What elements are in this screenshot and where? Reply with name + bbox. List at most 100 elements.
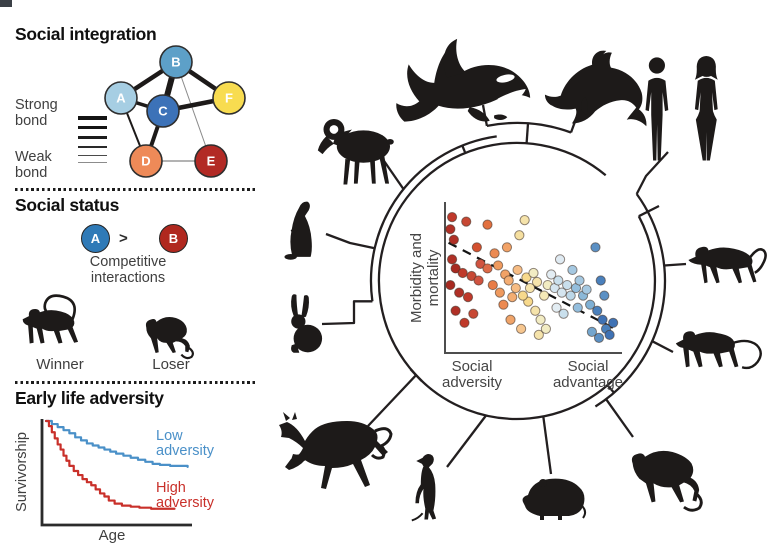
macaque-body [675,331,739,368]
man-body [645,77,669,161]
vervet-monkey-icon [631,450,703,512]
tree-branch-horse [367,374,417,427]
bond-edge-BE [175,61,212,162]
vole-body [522,478,585,516]
woman-hair [694,56,718,80]
sheep-head [317,136,334,155]
dolphin-body [544,52,643,124]
scatter-point [450,305,461,316]
scatter-point [551,302,562,313]
loser-monkey-body [145,316,190,354]
network-node-C [146,94,180,128]
rabbit-icon [291,294,323,353]
tree-stub-cetacean [525,123,530,144]
scatter-point [585,299,596,310]
meerkat-icon [411,454,437,522]
scatter-point [524,282,536,294]
scatter-point [562,279,573,291]
bighorn-sheep-icon [317,119,394,185]
survivorship-curves [44,419,189,510]
tree-branch-humans [635,151,669,195]
scatter-point [493,260,504,271]
rabbit-ear-1 [291,294,299,318]
panel-title-early-life-adversity: Early life adversity [15,388,164,408]
scatter-point [501,242,513,253]
vole-ear [539,479,547,487]
separator-2 [15,381,255,384]
scatter-ylabel-line2: mortality [425,249,442,306]
scatter-point [448,234,459,245]
low-adversity-label-line1: Low [156,428,183,444]
marmot-body [290,201,312,257]
horse-body [279,421,388,489]
phylogenetic-tree [321,104,687,475]
scatter-point [494,287,505,298]
survivorship-xlabel: Age [99,527,126,544]
panel-title-social-integration: Social integration [15,24,157,44]
man-head [648,57,665,74]
network-node-D [129,144,163,178]
horse-tail [370,427,393,460]
vole-hind-leg [558,515,562,520]
sheep-tail [386,138,394,145]
sheep-leg-4 [379,156,390,184]
network-node-E [194,144,228,178]
animal-silhouettes [22,38,767,522]
scatter-point [590,242,601,253]
network-node-F [212,81,246,115]
sheep-body [336,130,390,163]
scatter-point [593,332,605,343]
meerkat-body [415,454,437,520]
marmot-ear [304,203,309,208]
sheep-horn-curl [329,125,339,134]
sheep-leg-3 [370,159,376,184]
network-node-label: B [171,55,180,70]
scatter-point [516,323,527,334]
scatter-point [482,263,493,274]
winner-monkey-tail [43,294,76,322]
orca-body [396,42,531,122]
status-circle-a: A [81,224,110,253]
rabbit-ear-2 [301,295,309,318]
tree-stub-right [606,384,615,394]
strong-bond-label: Strong bond [15,97,58,129]
scatter-point [556,287,567,298]
network-node-B [159,45,193,79]
marmot-paw [290,226,299,235]
scatter-point [446,212,458,223]
scatter-point [505,314,516,325]
tree-branch-meerkat [446,414,487,468]
orca-eye-patch [496,74,515,83]
meerkat-tail [411,512,424,522]
scatter-point [498,299,509,310]
status-circle-b-label: B [168,231,179,246]
scatter-point [489,248,500,259]
center-scatter-plot: Morbidity and mortality Social adversity… [408,202,623,391]
scatter-point [535,314,546,325]
scatter-point [533,329,544,340]
tree-elbow-humans [638,204,660,218]
sheep-leg-1 [343,158,351,185]
scatter-point [466,270,477,282]
baboon-icon [688,246,767,284]
weak-bond-line1: Weak [15,149,52,165]
scatter-point [512,264,523,276]
scatter-point [487,279,498,291]
scatter-point [457,267,468,279]
scatter-point [482,219,493,230]
scatter-points [445,212,619,343]
bond-legend-line [78,155,107,157]
horse-icon [279,412,393,489]
scatter-point [592,305,603,316]
bond-legend-line [78,136,107,139]
rabbit-paws [291,343,300,353]
scatter-point [475,258,486,270]
scatter-point [450,263,461,274]
tree-right-outer-arc [594,193,667,408]
network-node-label: F [225,91,233,106]
scatter-axes [444,202,622,354]
